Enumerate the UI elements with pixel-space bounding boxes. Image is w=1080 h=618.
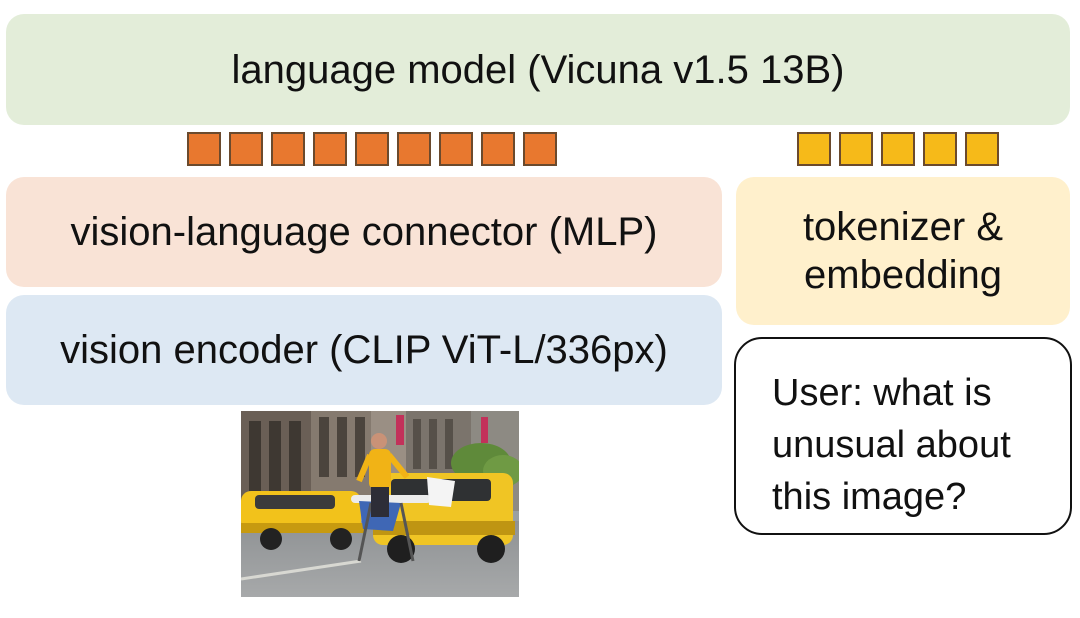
- input-image: [241, 411, 519, 597]
- vision-encoder-block: vision encoder (CLIP ViT-L/336px): [6, 295, 722, 405]
- language-model-label: language model (Vicuna v1.5 13B): [231, 47, 845, 92]
- tokenizer-embedding-block: tokenizer & embedding: [736, 177, 1070, 325]
- text-token: [923, 132, 957, 166]
- vision-encoder-label: vision encoder (CLIP ViT-L/336px): [60, 328, 668, 372]
- text-token-row: [797, 132, 1003, 166]
- vision-token: [229, 132, 263, 166]
- vision-language-connector-block: vision-language connector (MLP): [6, 177, 722, 287]
- vision-token-row: [187, 132, 565, 166]
- vision-token: [439, 132, 473, 166]
- tokenizer-label: tokenizer & embedding: [802, 205, 1004, 297]
- vision-token: [355, 132, 389, 166]
- vision-token: [271, 132, 305, 166]
- text-token: [881, 132, 915, 166]
- user-query-text: User: what is unusual about this image?: [772, 372, 1011, 518]
- language-model-block: language model (Vicuna v1.5 13B): [6, 14, 1070, 125]
- text-token: [839, 132, 873, 166]
- vision-token: [481, 132, 515, 166]
- connector-label: vision-language connector (MLP): [70, 210, 658, 254]
- vision-token: [397, 132, 431, 166]
- vision-token: [187, 132, 221, 166]
- user-query-box: User: what is unusual about this image?: [734, 337, 1072, 535]
- text-token: [797, 132, 831, 166]
- vision-token: [523, 132, 557, 166]
- vision-token: [313, 132, 347, 166]
- street-scene-image: [241, 411, 519, 597]
- text-token: [965, 132, 999, 166]
